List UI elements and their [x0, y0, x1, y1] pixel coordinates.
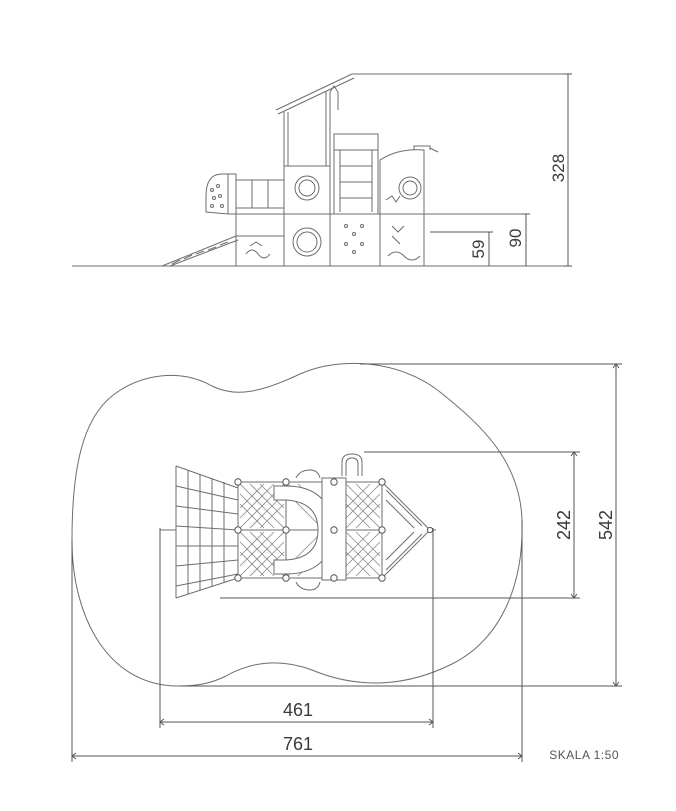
net-ramp: [161, 235, 239, 267]
plan-posts: [234, 478, 434, 582]
roof-line: [275, 73, 566, 115]
plan-view: [71, 362, 523, 687]
right-tower: [379, 145, 530, 267]
plan-dimension-lines: [71, 363, 622, 762]
dim-label-242: 242: [554, 510, 574, 540]
plan-handle-rail: [341, 453, 363, 476]
elevation-dimension-lines: [430, 73, 572, 267]
dim-label-59: 59: [469, 240, 488, 259]
dim-label-328: 328: [549, 154, 568, 182]
dim-label-761: 761: [283, 734, 313, 754]
safety-zone-outline: [71, 362, 523, 687]
main-tower: [283, 85, 339, 267]
middle-tower: [329, 133, 381, 267]
lower-deck-left: [235, 213, 285, 267]
dim-label-461: 461: [283, 700, 313, 720]
tunnel-dome: [205, 173, 237, 215]
dim-label-542: 542: [596, 510, 616, 540]
dim-label-90: 90: [506, 229, 525, 248]
plan-climbing-net: [160, 465, 239, 599]
scale-label: SKALA 1:50: [549, 748, 619, 762]
crawl-tube: [236, 179, 284, 209]
side-elevation-view: [72, 73, 570, 267]
